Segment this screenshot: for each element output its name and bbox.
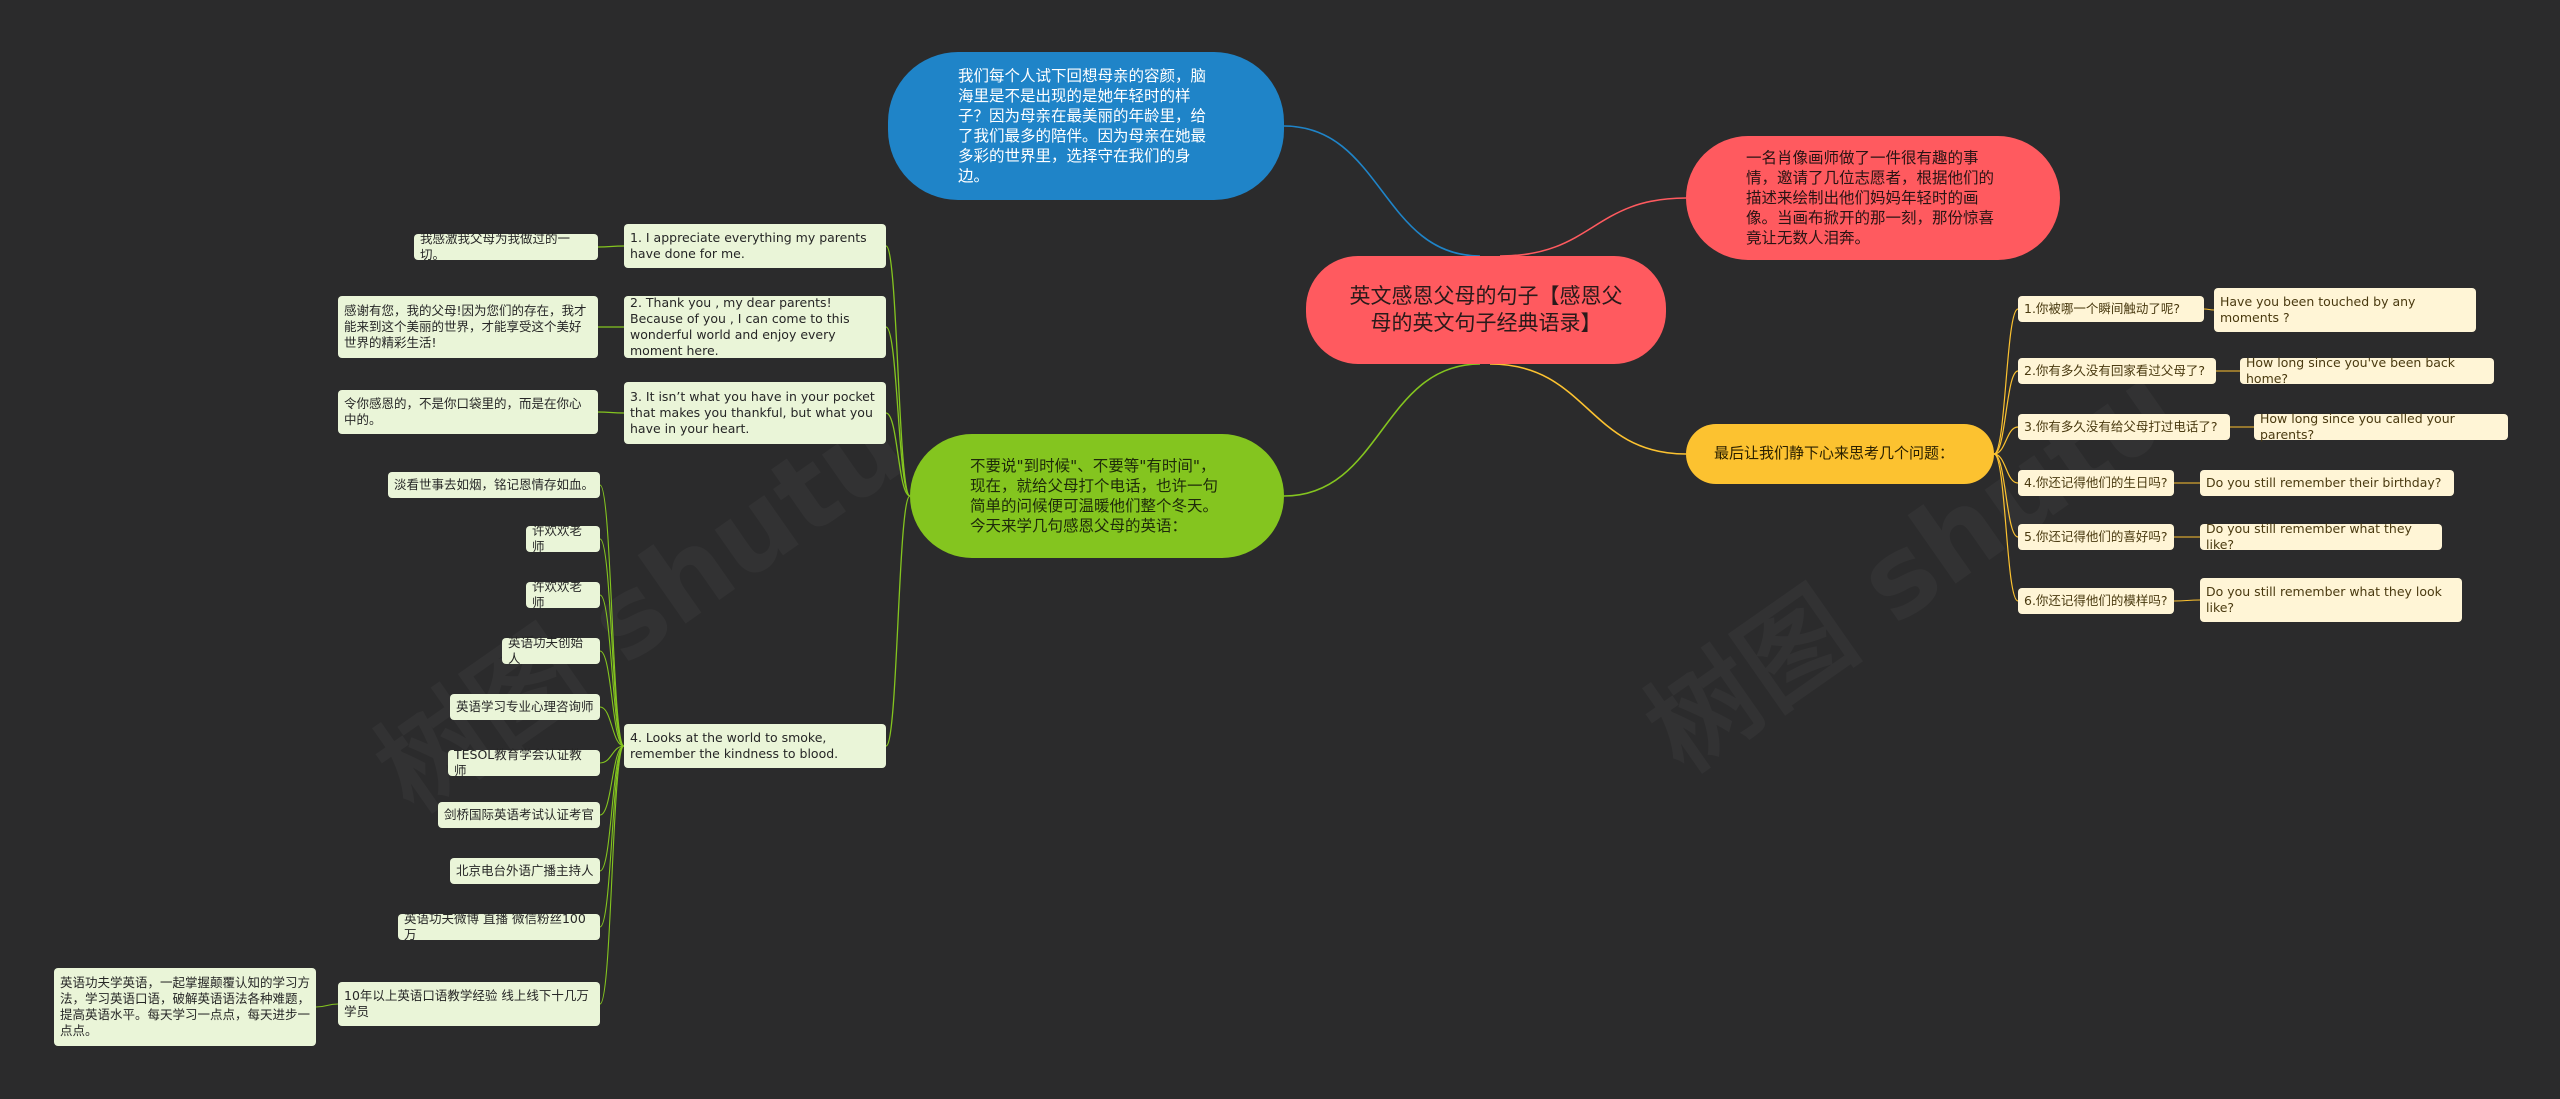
phrase-node-3[interactable]: 3. It isn’t what you have in your pocket…: [624, 382, 886, 444]
root-label: 英文感恩父母的句子【感恩父母的英文句子经典语录】: [1349, 283, 1623, 335]
connector-line: [599, 594, 625, 747]
connector-line: [885, 412, 911, 497]
question-node-3[interactable]: 3.你有多久没有给父母打过电话了?: [2018, 414, 2230, 440]
connector-line: [599, 745, 625, 872]
connector-line: [597, 245, 625, 248]
tag-node[interactable]: 北京电台外语广播主持人: [450, 858, 600, 884]
tag-node[interactable]: 许欢欢老师: [526, 579, 600, 610]
question-node-5[interactable]: 5.你还记得他们的喜好吗?: [2018, 524, 2174, 550]
connector-line: [599, 745, 625, 816]
translation-node-3[interactable]: 令你感恩的，不是你口袋里的，而是在你心中的。: [338, 390, 598, 434]
connector-line: [1993, 453, 2019, 538]
question-node-4[interactable]: 4.你还记得他们的生日吗?: [2018, 470, 2174, 496]
question-node-2[interactable]: 2.你有多久没有回家看过父母了?: [2018, 358, 2216, 384]
phrase-node-2[interactable]: 2. Thank you , my dear parents! Because …: [624, 295, 886, 358]
connector-line: [1993, 453, 2019, 602]
branch-text: 一名肖像画师做了一件很有趣的事情，邀请了几位志愿者，根据他们的描述来绘制出他们妈…: [1746, 148, 1995, 248]
question-node-1[interactable]: 1.你被哪一个瞬间触动了呢?: [2018, 296, 2204, 322]
tag-node[interactable]: 10年以上英语口语教学经验 线上线下十几万学员: [338, 982, 600, 1026]
translation-node-4[interactable]: 淡看世事去如烟，铭记恩情存如血。: [388, 472, 600, 498]
phrase-node-1[interactable]: 1. I appreciate everything my parents ha…: [624, 224, 886, 268]
connector-line: [885, 326, 911, 497]
tag-node[interactable]: 英语功夫微博 直播 微信粉丝100万: [398, 911, 600, 942]
connector-line: [1993, 426, 2019, 455]
connector-line: [315, 1003, 339, 1008]
answer-node-3[interactable]: How long since you called your parents?: [2254, 411, 2508, 442]
tag-node[interactable]: 英语学习专业心理咨询师: [450, 694, 600, 720]
root-node[interactable]: 英文感恩父母的句子【感恩父母的英文句子经典语录】: [1306, 256, 1666, 364]
translation-node-2[interactable]: 感谢有您，我的父母!因为您们的存在，我才能来到这个美丽的世界，才能享受这个美好世…: [338, 296, 598, 358]
connector-line: [599, 745, 625, 928]
branch-node-questions[interactable]: 最后让我们静下心来思考几个问题：: [1686, 424, 1994, 484]
branch-text: 不要说"到时候"、不要等"有时间"，现在，就给父母打个电话，也许一句简单的问候便…: [970, 456, 1219, 536]
answer-node-2[interactable]: How long since you've been back home?: [2240, 355, 2494, 386]
branch-node-mothers-youth[interactable]: 我们每个人试下回想母亲的容颜，脑海里是不是出现的是她年轻时的样子？因为母亲在最美…: [888, 52, 1284, 200]
connector-line: [2203, 308, 2215, 311]
connector-line: [1993, 370, 2019, 455]
connector-line: [2173, 599, 2201, 602]
translation-node-1[interactable]: 我感激我父母为我做过的一切。: [414, 231, 598, 262]
answer-node-1[interactable]: Have you been touched by any moments ?: [2214, 288, 2476, 332]
connector-line: [885, 495, 911, 747]
question-node-6[interactable]: 6.你还记得他们的模样吗?: [2018, 588, 2174, 614]
teaching-note-node[interactable]: 英语功夫学英语，一起掌握颠覆认知的学习方法，学习英语口语，破解英语语法各种难题，…: [54, 968, 316, 1046]
branch-node-portrait-artist[interactable]: 一名肖像画师做了一件很有趣的事情，邀请了几位志愿者，根据他们的描述来绘制出他们妈…: [1686, 136, 2060, 260]
phrase-node-4[interactable]: 4. Looks at the world to smoke, remember…: [624, 724, 886, 768]
tag-node[interactable]: TESOL教育学会认证教师: [448, 747, 600, 778]
answer-node-6[interactable]: Do you still remember what they look lik…: [2200, 578, 2462, 622]
connector-line: [599, 706, 625, 747]
answer-node-5[interactable]: Do you still remember what they like?: [2200, 521, 2442, 552]
tag-node[interactable]: 剑桥国际英语考试认证考官: [438, 802, 600, 828]
connector-line: [1993, 308, 2019, 455]
connector-line: [597, 411, 625, 414]
branch-node-english-phrases[interactable]: 不要说"到时候"、不要等"有时间"，现在，就给父母打个电话，也许一句简单的问候便…: [910, 434, 1284, 558]
branch-text: 最后让我们静下心来思考几个问题：: [1714, 444, 1955, 463]
tag-node[interactable]: 英语功夫创始人: [502, 635, 600, 666]
connector-line: [599, 650, 625, 747]
connector-line: [599, 538, 625, 747]
connector-line: [599, 745, 625, 1005]
connector-line: [599, 745, 625, 764]
connector-line: [1283, 125, 1481, 257]
tag-node[interactable]: 许欢欢老师: [526, 523, 600, 554]
connector-line: [885, 245, 911, 497]
branch-text: 我们每个人试下回想母亲的容颜，脑海里是不是出现的是她年轻时的样子？因为母亲在最美…: [958, 66, 1207, 186]
connector-line: [1489, 363, 1687, 455]
connector-line: [1499, 197, 1687, 257]
answer-node-4[interactable]: Do you still remember their birthday?: [2200, 470, 2454, 496]
connector-line: [599, 484, 625, 747]
connector-line: [1283, 363, 1481, 497]
